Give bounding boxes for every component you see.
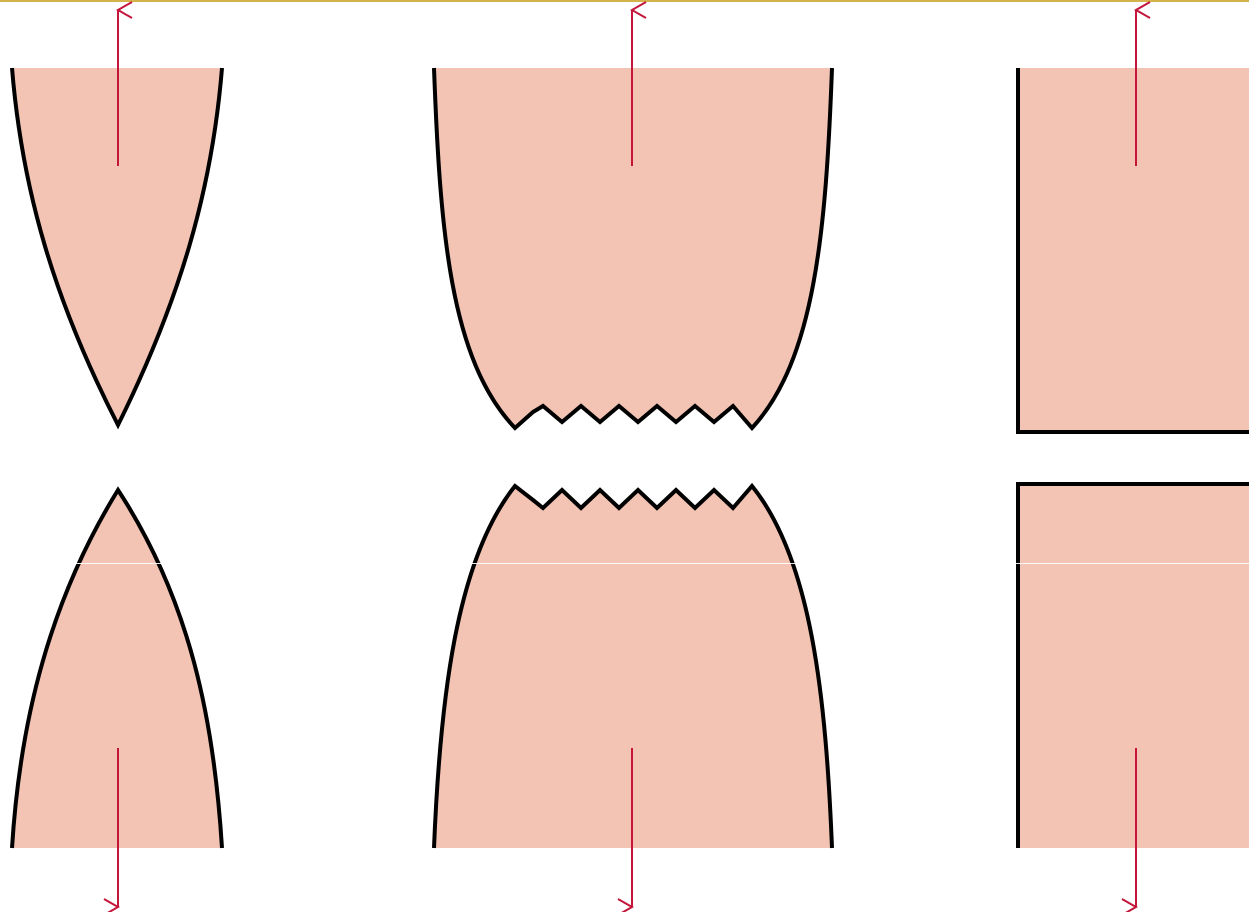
scan-line (0, 563, 1249, 564)
specimen-brittle-bottom (1018, 484, 1249, 848)
specimen-ductile (12, 10, 222, 907)
specimen-moderate (434, 10, 832, 907)
specimen-brittle (1018, 10, 1249, 907)
specimen-brittle-top (1018, 68, 1249, 432)
